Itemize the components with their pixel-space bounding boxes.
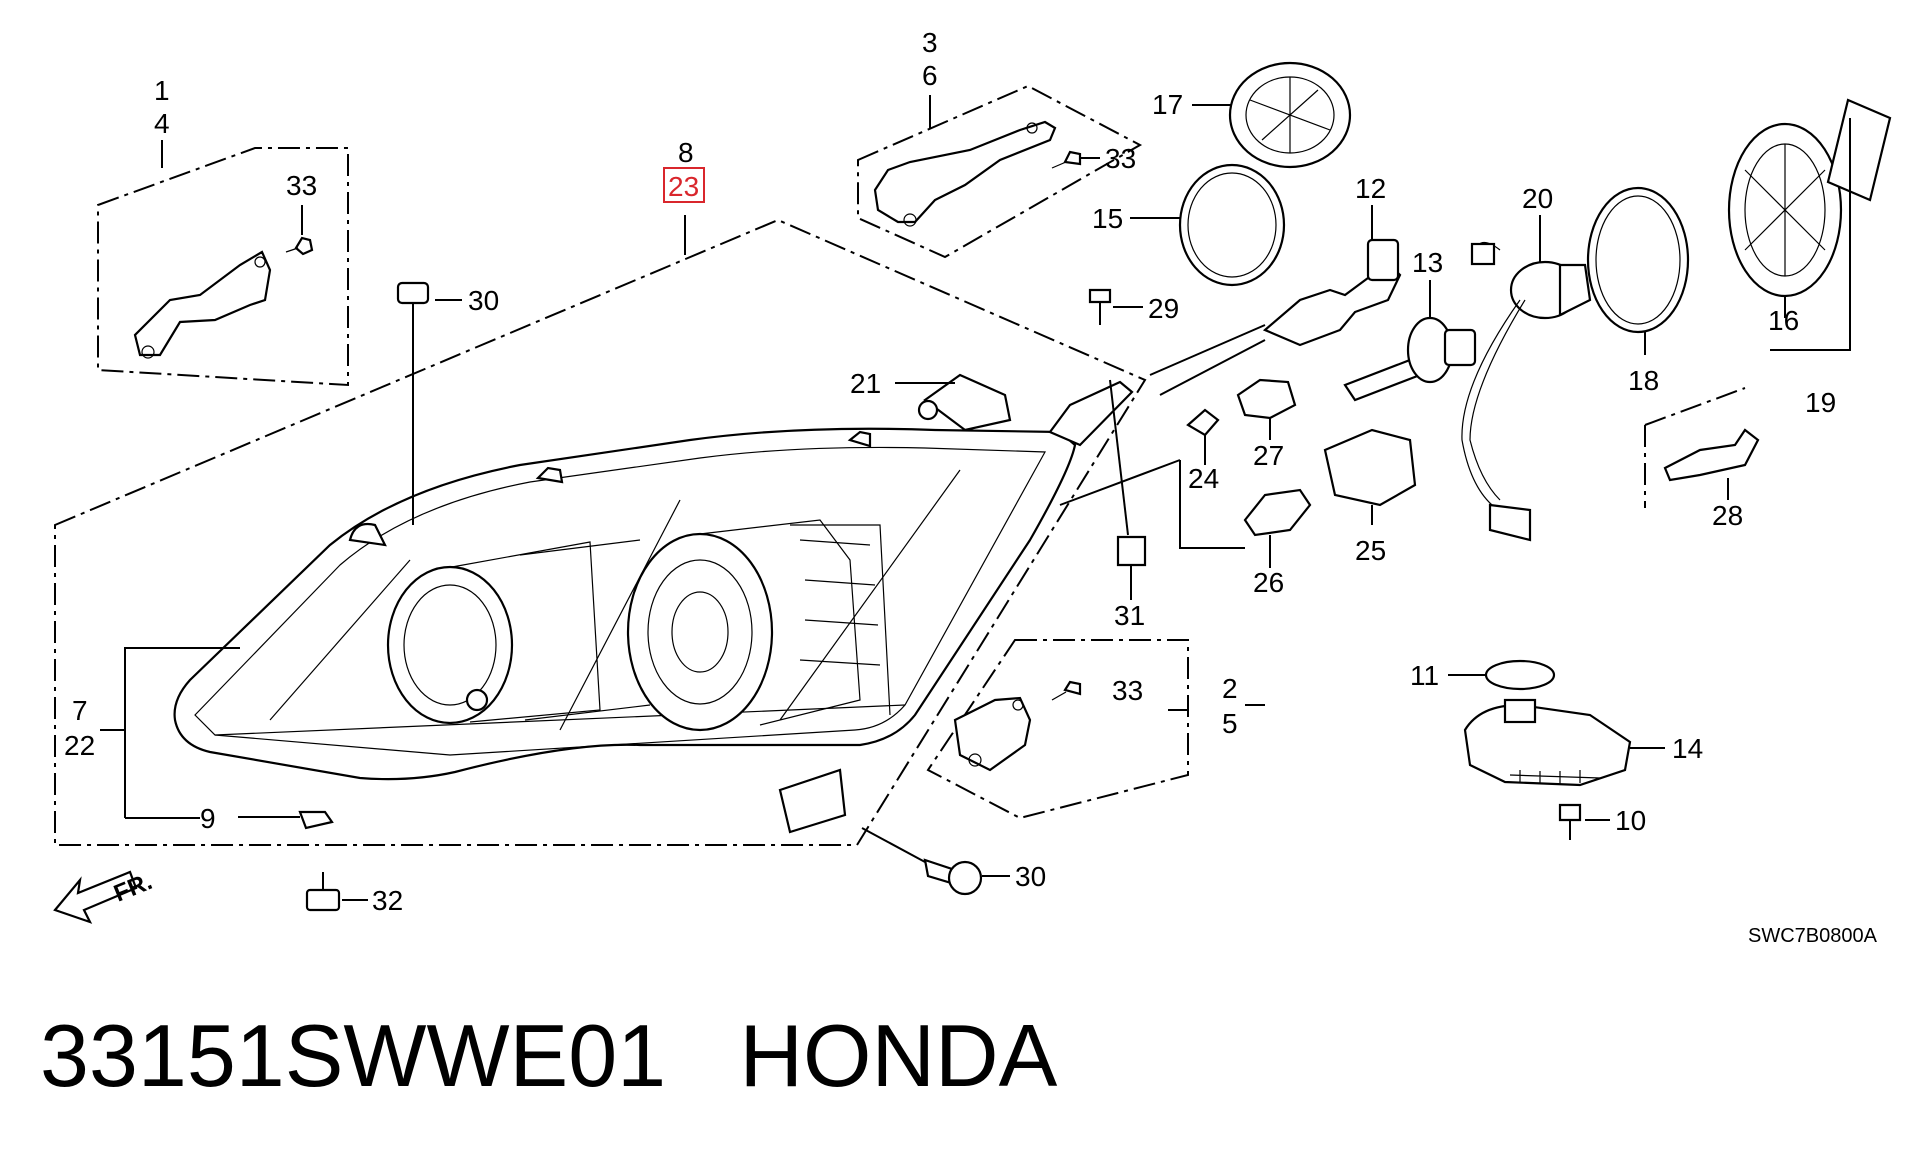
- callout-4: 4: [154, 108, 170, 139]
- callout-24: 24: [1188, 463, 1219, 494]
- callout-13: 13: [1412, 247, 1443, 278]
- callout-31: 31: [1114, 600, 1145, 631]
- callout-29: 29: [1148, 293, 1179, 324]
- callout-12: 12: [1355, 173, 1386, 204]
- group-outlines: [54, 84, 1746, 846]
- callout-14: 14: [1672, 733, 1703, 764]
- callout-2: 2: [1222, 673, 1238, 704]
- callout-labels: 1 4 33 3 6 33 8 23 30 17 15 12 29 13 20 …: [64, 27, 1878, 947]
- outline-bracket-3-6: [857, 84, 1143, 259]
- bracket-1-4: [133, 236, 314, 359]
- callout-25: 25: [1355, 535, 1386, 566]
- callout-18: 18: [1628, 365, 1659, 396]
- callout-8: 8: [678, 137, 694, 168]
- outline-main-assembly: [54, 218, 1147, 846]
- callout-33-b: 33: [1105, 143, 1136, 174]
- callout-23: 23: [668, 171, 699, 202]
- callout-21: 21: [850, 368, 881, 399]
- callout-5: 5: [1222, 708, 1238, 739]
- bracket-2-5: [953, 680, 1082, 772]
- headlight-housing: [173, 380, 1134, 834]
- callout-20: 20: [1522, 183, 1553, 214]
- callout-30-b: 30: [1015, 861, 1046, 892]
- outline-bracket-2-5: [926, 639, 1189, 820]
- callout-3: 3: [922, 27, 938, 58]
- front-direction-label: FR.: [110, 868, 156, 908]
- callout-10: 10: [1615, 805, 1646, 836]
- callout-6: 6: [922, 60, 938, 91]
- callout-33-a: 33: [286, 170, 317, 201]
- callout-22: 22: [64, 730, 95, 761]
- callout-11: 11: [1410, 660, 1439, 691]
- callout-16: 16: [1768, 305, 1799, 336]
- callout-9: 9: [200, 803, 216, 834]
- fasteners: [238, 281, 1610, 912]
- bulb-parts: [53, 61, 1892, 924]
- callout-19: 19: [1805, 387, 1836, 418]
- callout-27: 27: [1253, 440, 1284, 471]
- outline-bulb-28: [1644, 387, 1746, 426]
- drawing-code: SWC7B0800A: [1748, 925, 1878, 947]
- callout-26: 26: [1253, 567, 1284, 598]
- callout-17: 17: [1152, 89, 1183, 120]
- callout-1: 1: [154, 75, 170, 106]
- callout-28: 28: [1712, 500, 1743, 531]
- part-number-caption: 33151SWWE01 HONDA: [40, 1012, 1057, 1100]
- bracket-3-6: [873, 120, 1082, 227]
- callout-30-a: 30: [468, 285, 499, 316]
- callout-33-c: 33: [1112, 675, 1143, 706]
- outline-bracket-1-4: [97, 147, 349, 387]
- callout-32: 32: [372, 885, 403, 916]
- brand-name: HONDA: [739, 1006, 1058, 1105]
- leader-lines: [100, 95, 1266, 819]
- callout-7: 7: [72, 695, 88, 726]
- part-number: 33151SWWE01: [40, 1006, 667, 1105]
- front-arrow-icon: [53, 870, 138, 924]
- highlight-box: [663, 167, 705, 203]
- callout-15: 15: [1092, 203, 1123, 234]
